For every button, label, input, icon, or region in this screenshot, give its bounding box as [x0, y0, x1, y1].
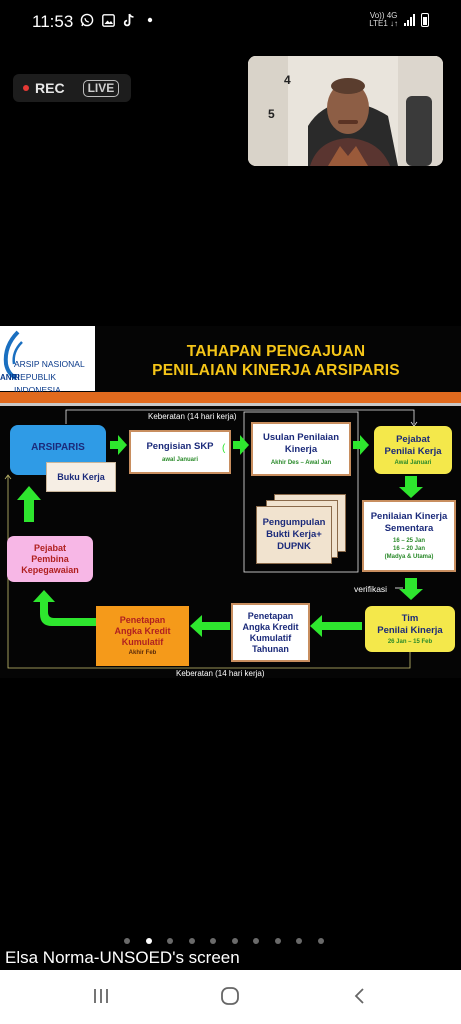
stray-mark: (: [222, 443, 226, 454]
page-indicator: [124, 938, 324, 944]
page-dot[interactable]: [274, 938, 281, 944]
step-pejabat-penilai: Pejabat Penilai Kerja Awal Januari: [374, 426, 452, 474]
home-button[interactable]: [215, 984, 245, 1008]
step-buku-kerja: Buku Kerja: [46, 462, 116, 492]
step-tim-penilai: Tim Penilai Kinerja 26 Jan – 15 Feb: [365, 606, 455, 652]
anri-emblem-icon: [3, 330, 23, 380]
title-underline-gray: [0, 403, 461, 406]
network-indicator: Vo)) 4G LTE1 ↓↑: [369, 11, 398, 28]
logo-abbr: ANRI: [0, 373, 20, 382]
page-dot[interactable]: [296, 938, 302, 944]
step-pengisian-skp: Pengisian SKP awal Januari: [129, 430, 231, 474]
rec-label: REC: [35, 80, 65, 96]
tiktok-icon: [122, 13, 136, 27]
live-badge: LIVE: [82, 79, 120, 97]
battery-icon: [421, 13, 429, 27]
page-dot[interactable]: [253, 938, 259, 944]
recording-indicator: REC LIVE: [13, 74, 131, 102]
step-pengumpulan-docs: Pengumpulan Bukti Kerja+ DUPNK: [254, 494, 352, 568]
step-penetapan-tahunan: Penetapan Angka Kredit Kumulatif Tahunan: [231, 603, 310, 662]
back-button[interactable]: [345, 984, 375, 1008]
status-bar: 11:53 Vo)) 4G LTE1 ↓↑: [0, 0, 461, 44]
step-penilaian-sementara: Penilaian Kinerja Sementara 16 – 25 Jan …: [362, 500, 456, 572]
svg-text:4: 4: [284, 73, 291, 87]
page-dot[interactable]: [210, 938, 216, 944]
page-dot[interactable]: [124, 938, 130, 944]
page-dot[interactable]: [167, 938, 173, 944]
slide-title: TAHAPAN PENGAJUAN PENILAIAN KINERJA ARSI…: [152, 343, 400, 379]
recent-apps-button[interactable]: [86, 984, 116, 1008]
home-icon: [221, 987, 239, 1005]
logo-line1: ARSIP NASIONAL: [14, 359, 85, 369]
whatsapp-icon: [80, 13, 94, 27]
page-dot[interactable]: [231, 938, 238, 944]
step-pejabat-pembina: Pejabat Pembina Kepegawaian: [7, 536, 93, 582]
participant-video-tile[interactable]: 4 5: [248, 56, 443, 166]
page-dot[interactable]: [317, 938, 324, 944]
verifikasi-label: verifikasi: [354, 584, 388, 594]
screen-share-caption: Elsa Norma-UNSOED's screen: [5, 948, 240, 967]
anri-logo: ARSIP NASIONAL REPUBLIK INDONESIA ANRI: [0, 326, 95, 395]
gallery-icon: [101, 13, 115, 27]
shared-slide: ARSIP NASIONAL REPUBLIK INDONESIA ANRI T…: [0, 326, 461, 678]
status-time: 11:53: [32, 12, 74, 31]
back-chevron-icon: [354, 988, 364, 1004]
title-underline-orange: [0, 392, 461, 403]
recent-apps-icon: [94, 989, 108, 1003]
page-dot[interactable]: [188, 938, 195, 944]
notification-dot-icon: [143, 13, 157, 27]
keberatan-top-label: Keberatan (14 hari kerja): [148, 412, 237, 421]
page-dot[interactable]: [145, 938, 152, 944]
participant-video-image: 4 5: [248, 56, 443, 166]
system-navigation-bar: [0, 970, 461, 1024]
keberatan-bottom-label: Keberatan (14 hari kerja): [176, 669, 265, 678]
logo-line2: REPUBLIK INDONESIA: [14, 372, 61, 395]
signal-icon: [404, 14, 415, 26]
svg-text:5: 5: [268, 107, 275, 121]
step-usulan-penilaian: Usulan Penilaian Kinerja Akhir Des – Awa…: [251, 422, 351, 476]
step-penetapan-kumulatif: Penetapan Angka Kredit Kumulatif Akhir F…: [96, 606, 189, 666]
recording-dot-icon: [23, 85, 29, 91]
